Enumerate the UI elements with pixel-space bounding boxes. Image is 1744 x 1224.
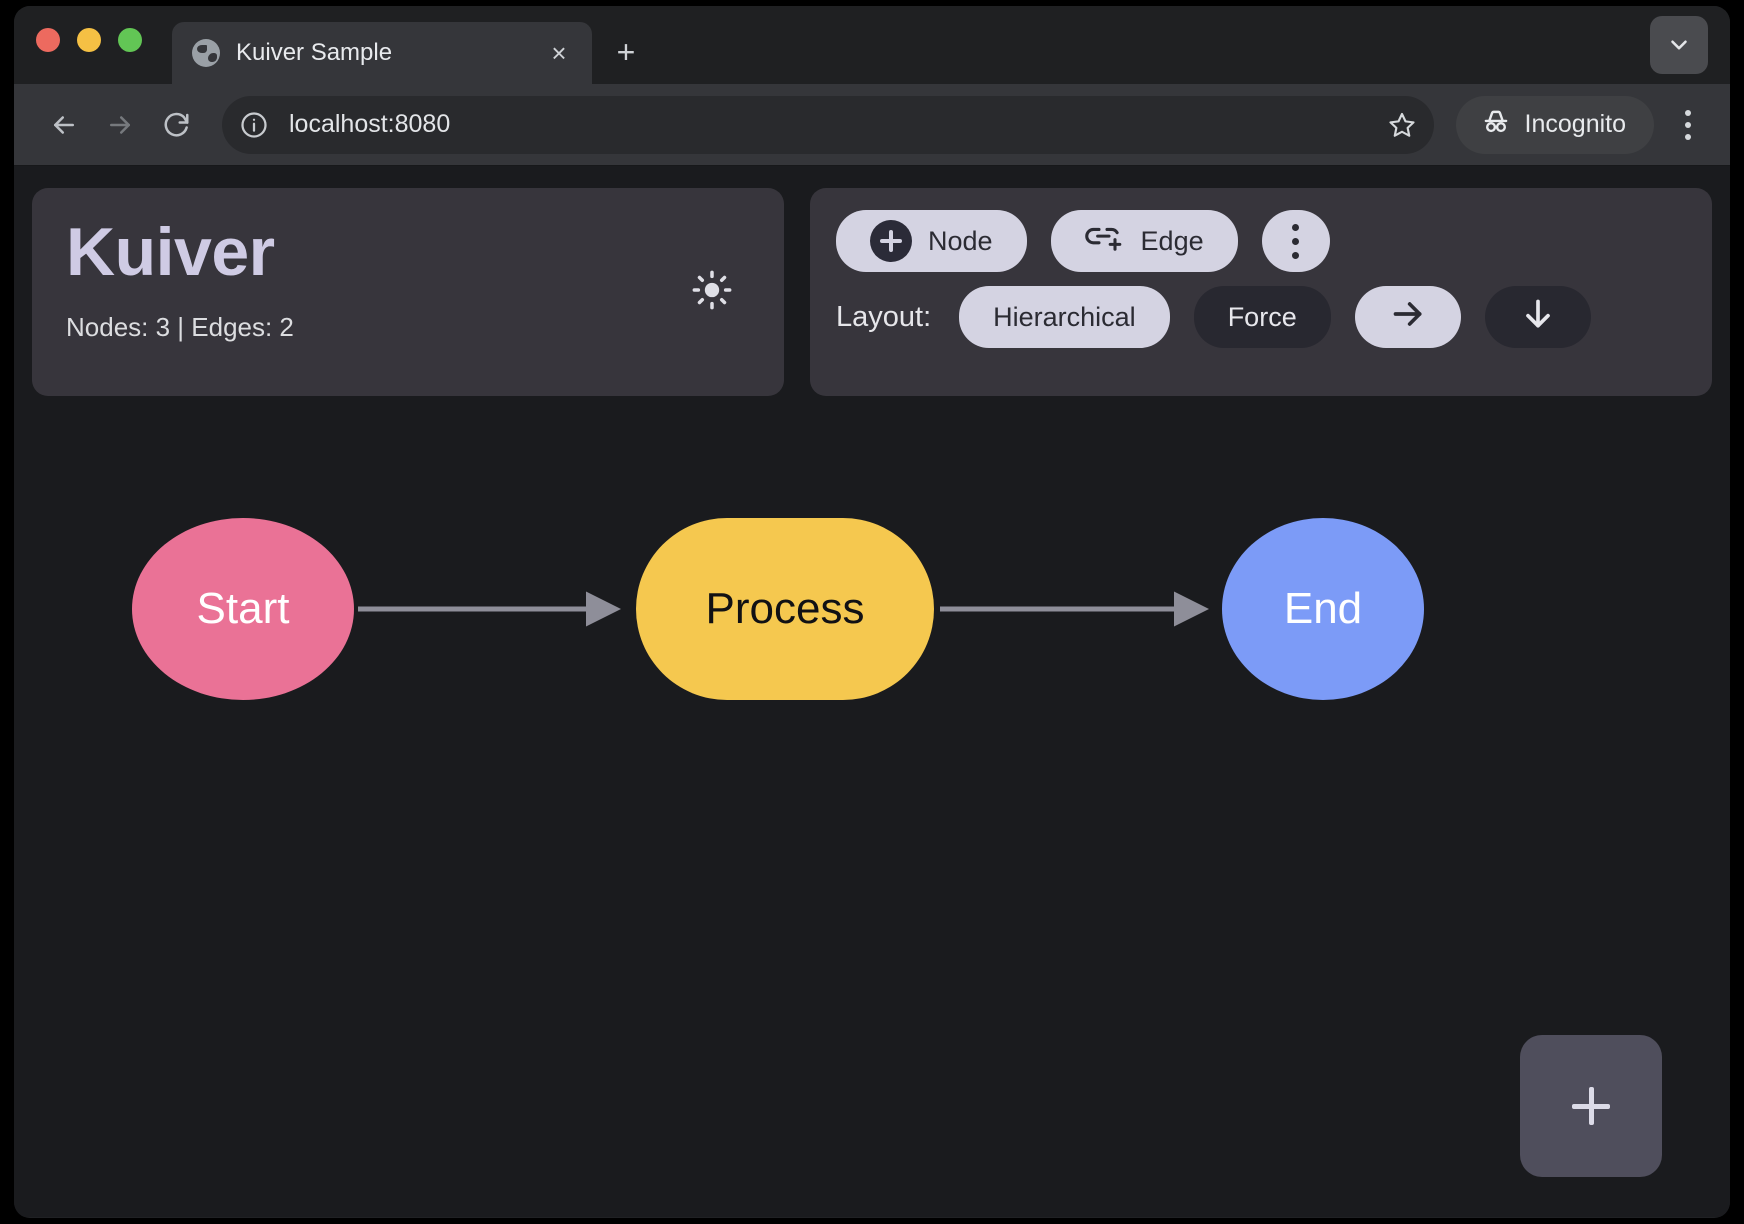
brand-panel: Kuiver Nodes: 3 | Edges: 2 [32,188,784,396]
new-tab-button[interactable]: + [616,33,636,70]
star-icon[interactable] [1378,101,1426,149]
chevron-down-icon[interactable] [1650,16,1708,74]
profile-label: Incognito [1524,110,1626,138]
layout-option-label: Hierarchical [993,301,1136,332]
link-plus-icon [1084,223,1125,260]
add-edge-button[interactable]: Edge [1050,210,1238,272]
browser-tab[interactable]: Kuiver Sample × [172,22,592,84]
layout-option-label: Force [1227,301,1297,332]
graph-node-label: Process [705,584,865,633]
graph-node-label: End [1283,584,1363,633]
reload-button[interactable] [148,97,204,153]
toolbar-row-actions: Node Edge [836,210,1686,272]
forward-button[interactable] [92,97,148,153]
graph-node-process[interactable]: Process [636,518,934,700]
graph-node-end[interactable]: End [1222,518,1424,700]
graph-node-label: Start [196,584,290,633]
tab-strip: Kuiver Sample × + [14,6,1730,84]
close-icon[interactable]: × [551,37,567,68]
kebab-menu-icon[interactable] [1662,97,1714,153]
add-node-label: Node [928,225,993,256]
browser-window: Kuiver Sample × + localhost:8080 [14,6,1730,1218]
direction-vertical-button[interactable] [1484,286,1591,348]
graph-node-start[interactable]: Start [132,518,354,700]
app-page: Kuiver Nodes: 3 | Edges: 2 [14,166,1730,1217]
arrow-right-icon [1388,294,1428,341]
add-node-button[interactable]: Node [836,210,1027,272]
graph-stats: Nodes: 3 | Edges: 2 [66,312,294,342]
info-circle-icon[interactable] [232,103,276,147]
toolbar-panel: Node Edge [810,188,1712,396]
app-header-panels: Kuiver Nodes: 3 | Edges: 2 [14,166,1730,396]
page-title: Kuiver [66,214,275,290]
toolbar-more-button[interactable] [1261,210,1330,272]
arrow-down-icon [1518,294,1558,341]
address-bar[interactable]: localhost:8080 [222,95,1434,154]
layout-label: Layout: [836,300,932,333]
add-floating-button[interactable] [1520,1035,1662,1177]
tab-title: Kuiver Sample [236,39,393,66]
url-text[interactable]: localhost:8080 [289,110,451,138]
maximize-window-button[interactable] [118,28,142,52]
plus-circle-icon [870,220,912,262]
kebab-menu-icon [1292,223,1300,259]
profile-chip[interactable]: Incognito [1455,95,1654,154]
sun-icon[interactable] [688,266,736,314]
globe-icon [192,39,220,67]
add-edge-label: Edge [1140,225,1204,256]
back-button[interactable] [36,97,92,153]
incognito-icon [1480,106,1512,143]
close-window-button[interactable] [36,28,60,52]
window-traffic-lights [36,28,142,52]
minimize-window-button[interactable] [77,28,101,52]
browser-toolbar: localhost:8080 Incognito [14,84,1730,166]
layout-option-force[interactable]: Force [1193,286,1331,348]
toolbar-row-layout: Layout: Hierarchical Force [836,286,1686,348]
layout-option-hierarchical[interactable]: Hierarchical [959,286,1170,348]
direction-horizontal-button[interactable] [1354,286,1461,348]
